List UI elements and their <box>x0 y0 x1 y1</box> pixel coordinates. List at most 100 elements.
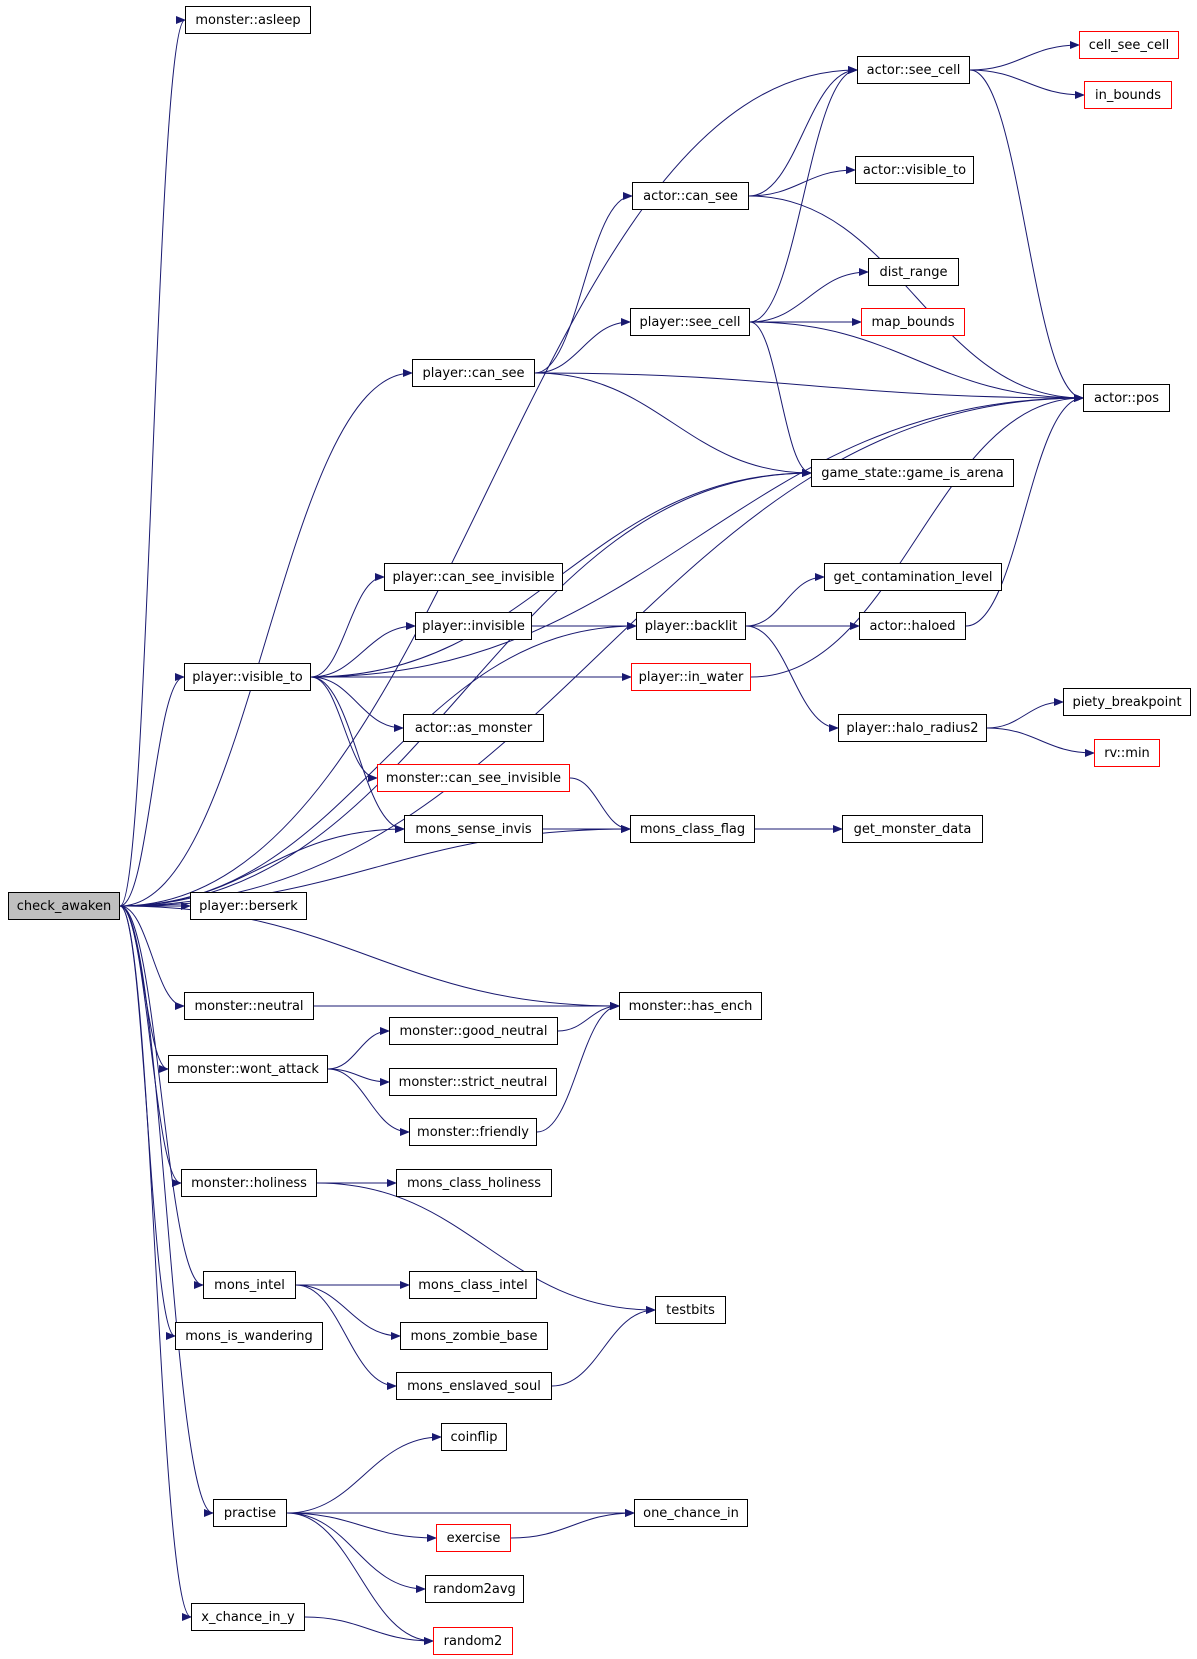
edge-practise-to-exercise <box>286 1512 437 1542</box>
edge-monster-wont-attack-to-monster-good-neutral <box>327 1027 390 1070</box>
edge-player-can-see-to-actor-can-see <box>534 192 633 374</box>
node-dist-range[interactable]: dist_range <box>868 258 959 286</box>
edge-player-can-see-to-actor-pos <box>534 372 1084 402</box>
node-mons-intel[interactable]: mons_intel <box>203 1271 296 1299</box>
edge-exercise-to-one-chance-in <box>510 1509 635 1539</box>
node-mons-is-wandering[interactable]: mons_is_wandering <box>175 1322 323 1350</box>
node-player-backlit[interactable]: player::backlit <box>636 612 746 640</box>
edge-player-halo-radius2-to-piety-breakpoint <box>986 698 1064 729</box>
edge-player-see-cell-to-actor-pos <box>749 321 1084 402</box>
edge-monster-holiness-to-testbits <box>316 1182 656 1314</box>
node-player-can-see-invisible[interactable]: player::can_see_invisible <box>384 563 563 591</box>
edge-player-visible-to-to-mons-sense-invis <box>310 676 405 833</box>
edge-mons-intel-to-mons-zombie-base <box>295 1284 401 1340</box>
node-mons-class-holiness[interactable]: mons_class_holiness <box>396 1169 552 1197</box>
edge-player-see-cell-to-game-is-arena <box>749 321 812 477</box>
node-actor-see-cell[interactable]: actor::see_cell <box>857 56 970 84</box>
edge-practise-to-random2 <box>286 1512 434 1645</box>
node-monster-neutral[interactable]: monster::neutral <box>184 992 314 1020</box>
node-mons-class-intel[interactable]: mons_class_intel <box>409 1271 537 1299</box>
edge-player-can-see-to-game-is-arena <box>534 372 812 477</box>
node-monster-wont-attack[interactable]: monster::wont_attack <box>168 1055 328 1083</box>
edge-player-see-cell-to-actor-see-cell <box>749 66 858 323</box>
edge-practise-to-coinflip <box>286 1433 442 1514</box>
node-actor-haloed[interactable]: actor::haloed <box>859 612 966 640</box>
node-random2avg[interactable]: random2avg <box>425 1575 524 1603</box>
node-player-see-cell[interactable]: player::see_cell <box>630 308 750 336</box>
node-map-bounds[interactable]: map_bounds <box>861 308 965 336</box>
edge-check-awaken-to-mons-intel <box>119 905 204 1289</box>
node-monster-asleep[interactable]: monster::asleep <box>185 6 311 34</box>
node-random2[interactable]: random2 <box>433 1627 513 1655</box>
edge-x-chance-in-y-to-random2 <box>304 1616 434 1645</box>
node-monster-friendly[interactable]: monster::friendly <box>409 1118 537 1146</box>
node-in-bounds[interactable]: in_bounds <box>1084 81 1172 109</box>
edge-actor-can-see-to-actor-visible-to <box>748 166 856 197</box>
edge-check-awaken-to-game-is-arena <box>119 469 812 907</box>
edge-player-see-cell-to-dist-range <box>749 268 869 323</box>
edge-player-visible-to-to-monster-can-see-invisible <box>310 676 378 782</box>
node-player-can-see[interactable]: player::can_see <box>412 359 535 387</box>
node-player-in-water[interactable]: player::in_water <box>631 663 751 691</box>
node-check-awaken: check_awaken <box>8 892 120 920</box>
node-monster-can-see-invisible[interactable]: monster::can_see_invisible <box>377 764 570 792</box>
node-monster-strict-neutral[interactable]: monster::strict_neutral <box>389 1068 557 1096</box>
node-mons-zombie-base[interactable]: mons_zombie_base <box>400 1322 548 1350</box>
edge-check-awaken-to-monster-holiness <box>119 905 182 1187</box>
node-one-chance-in[interactable]: one_chance_in <box>634 1499 748 1527</box>
edge-player-can-see-to-player-see-cell <box>534 318 631 374</box>
node-player-invisible[interactable]: player::invisible <box>415 612 532 640</box>
node-exercise[interactable]: exercise <box>436 1524 511 1552</box>
edge-player-backlit-to-get-contamination-level <box>745 573 825 627</box>
edge-monster-friendly-to-monster-has-ench <box>536 1002 620 1133</box>
node-actor-as-monster[interactable]: actor::as_monster <box>403 714 544 742</box>
node-player-halo-radius2[interactable]: player::halo_radius2 <box>838 714 987 742</box>
edge-player-in-water-to-actor-pos <box>750 394 1084 678</box>
edge-actor-can-see-to-actor-see-cell <box>748 66 858 197</box>
node-cell-see-cell[interactable]: cell_see_cell <box>1079 31 1179 59</box>
edge-player-backlit-to-player-halo-radius2 <box>745 625 839 732</box>
edge-monster-wont-attack-to-monster-friendly <box>327 1068 410 1136</box>
edge-check-awaken-to-player-visible-to <box>119 673 185 907</box>
edge-player-visible-to-to-actor-pos <box>310 394 1084 678</box>
edge-player-visible-to-to-actor-as-monster <box>310 676 404 732</box>
node-monster-has-ench[interactable]: monster::has_ench <box>619 992 762 1020</box>
node-actor-pos[interactable]: actor::pos <box>1083 384 1170 412</box>
node-mons-enslaved-soul[interactable]: mons_enslaved_soul <box>396 1372 552 1400</box>
edge-actor-see-cell-to-actor-pos <box>969 69 1084 402</box>
node-practise[interactable]: practise <box>213 1499 287 1527</box>
node-actor-visible-to[interactable]: actor::visible_to <box>855 156 974 184</box>
edge-check-awaken-to-practise <box>119 905 214 1517</box>
edge-actor-see-cell-to-cell-see-cell <box>969 41 1080 71</box>
edge-monster-can-see-invisible-to-mons-class-flag <box>569 777 631 833</box>
node-monster-holiness[interactable]: monster::holiness <box>181 1169 317 1197</box>
edge-actor-haloed-to-actor-pos <box>965 394 1084 627</box>
edge-player-visible-to-to-player-can-see-invisible <box>310 573 385 678</box>
node-mons-class-flag[interactable]: mons_class_flag <box>630 815 755 843</box>
edge-check-awaken-to-monster-asleep <box>119 16 186 907</box>
edge-check-awaken-to-monster-has-ench <box>119 905 620 1010</box>
node-piety-breakpoint[interactable]: piety_breakpoint <box>1063 688 1191 716</box>
edge-check-awaken-to-monster-neutral <box>119 905 185 1010</box>
node-x-chance-in-y[interactable]: x_chance_in_y <box>191 1603 305 1631</box>
edge-actor-can-see-to-actor-pos <box>748 195 1084 402</box>
edge-player-visible-to-to-player-invisible <box>310 622 416 678</box>
node-get-monster-data[interactable]: get_monster_data <box>842 815 983 843</box>
node-player-berserk[interactable]: player::berserk <box>190 892 307 920</box>
node-rv-min[interactable]: rv::min <box>1094 739 1160 767</box>
node-get-contamination-level[interactable]: get_contamination_level <box>824 563 1002 591</box>
node-actor-can-see[interactable]: actor::can_see <box>632 182 749 210</box>
edge-check-awaken-to-mons-sense-invis <box>119 825 405 907</box>
node-game-is-arena[interactable]: game_state::game_is_arena <box>811 459 1014 487</box>
node-monster-good-neutral[interactable]: monster::good_neutral <box>389 1017 558 1045</box>
edge-player-halo-radius2-to-rv-min <box>986 727 1095 757</box>
edge-actor-see-cell-to-in-bounds <box>969 69 1085 99</box>
node-coinflip[interactable]: coinflip <box>441 1423 507 1451</box>
edge-check-awaken-to-player-can-see <box>119 369 413 907</box>
node-player-visible-to[interactable]: player::visible_to <box>184 663 311 691</box>
node-mons-sense-invis[interactable]: mons_sense_invis <box>404 815 543 843</box>
node-testbits[interactable]: testbits <box>655 1296 726 1324</box>
edge-practise-to-random2avg <box>286 1512 426 1593</box>
